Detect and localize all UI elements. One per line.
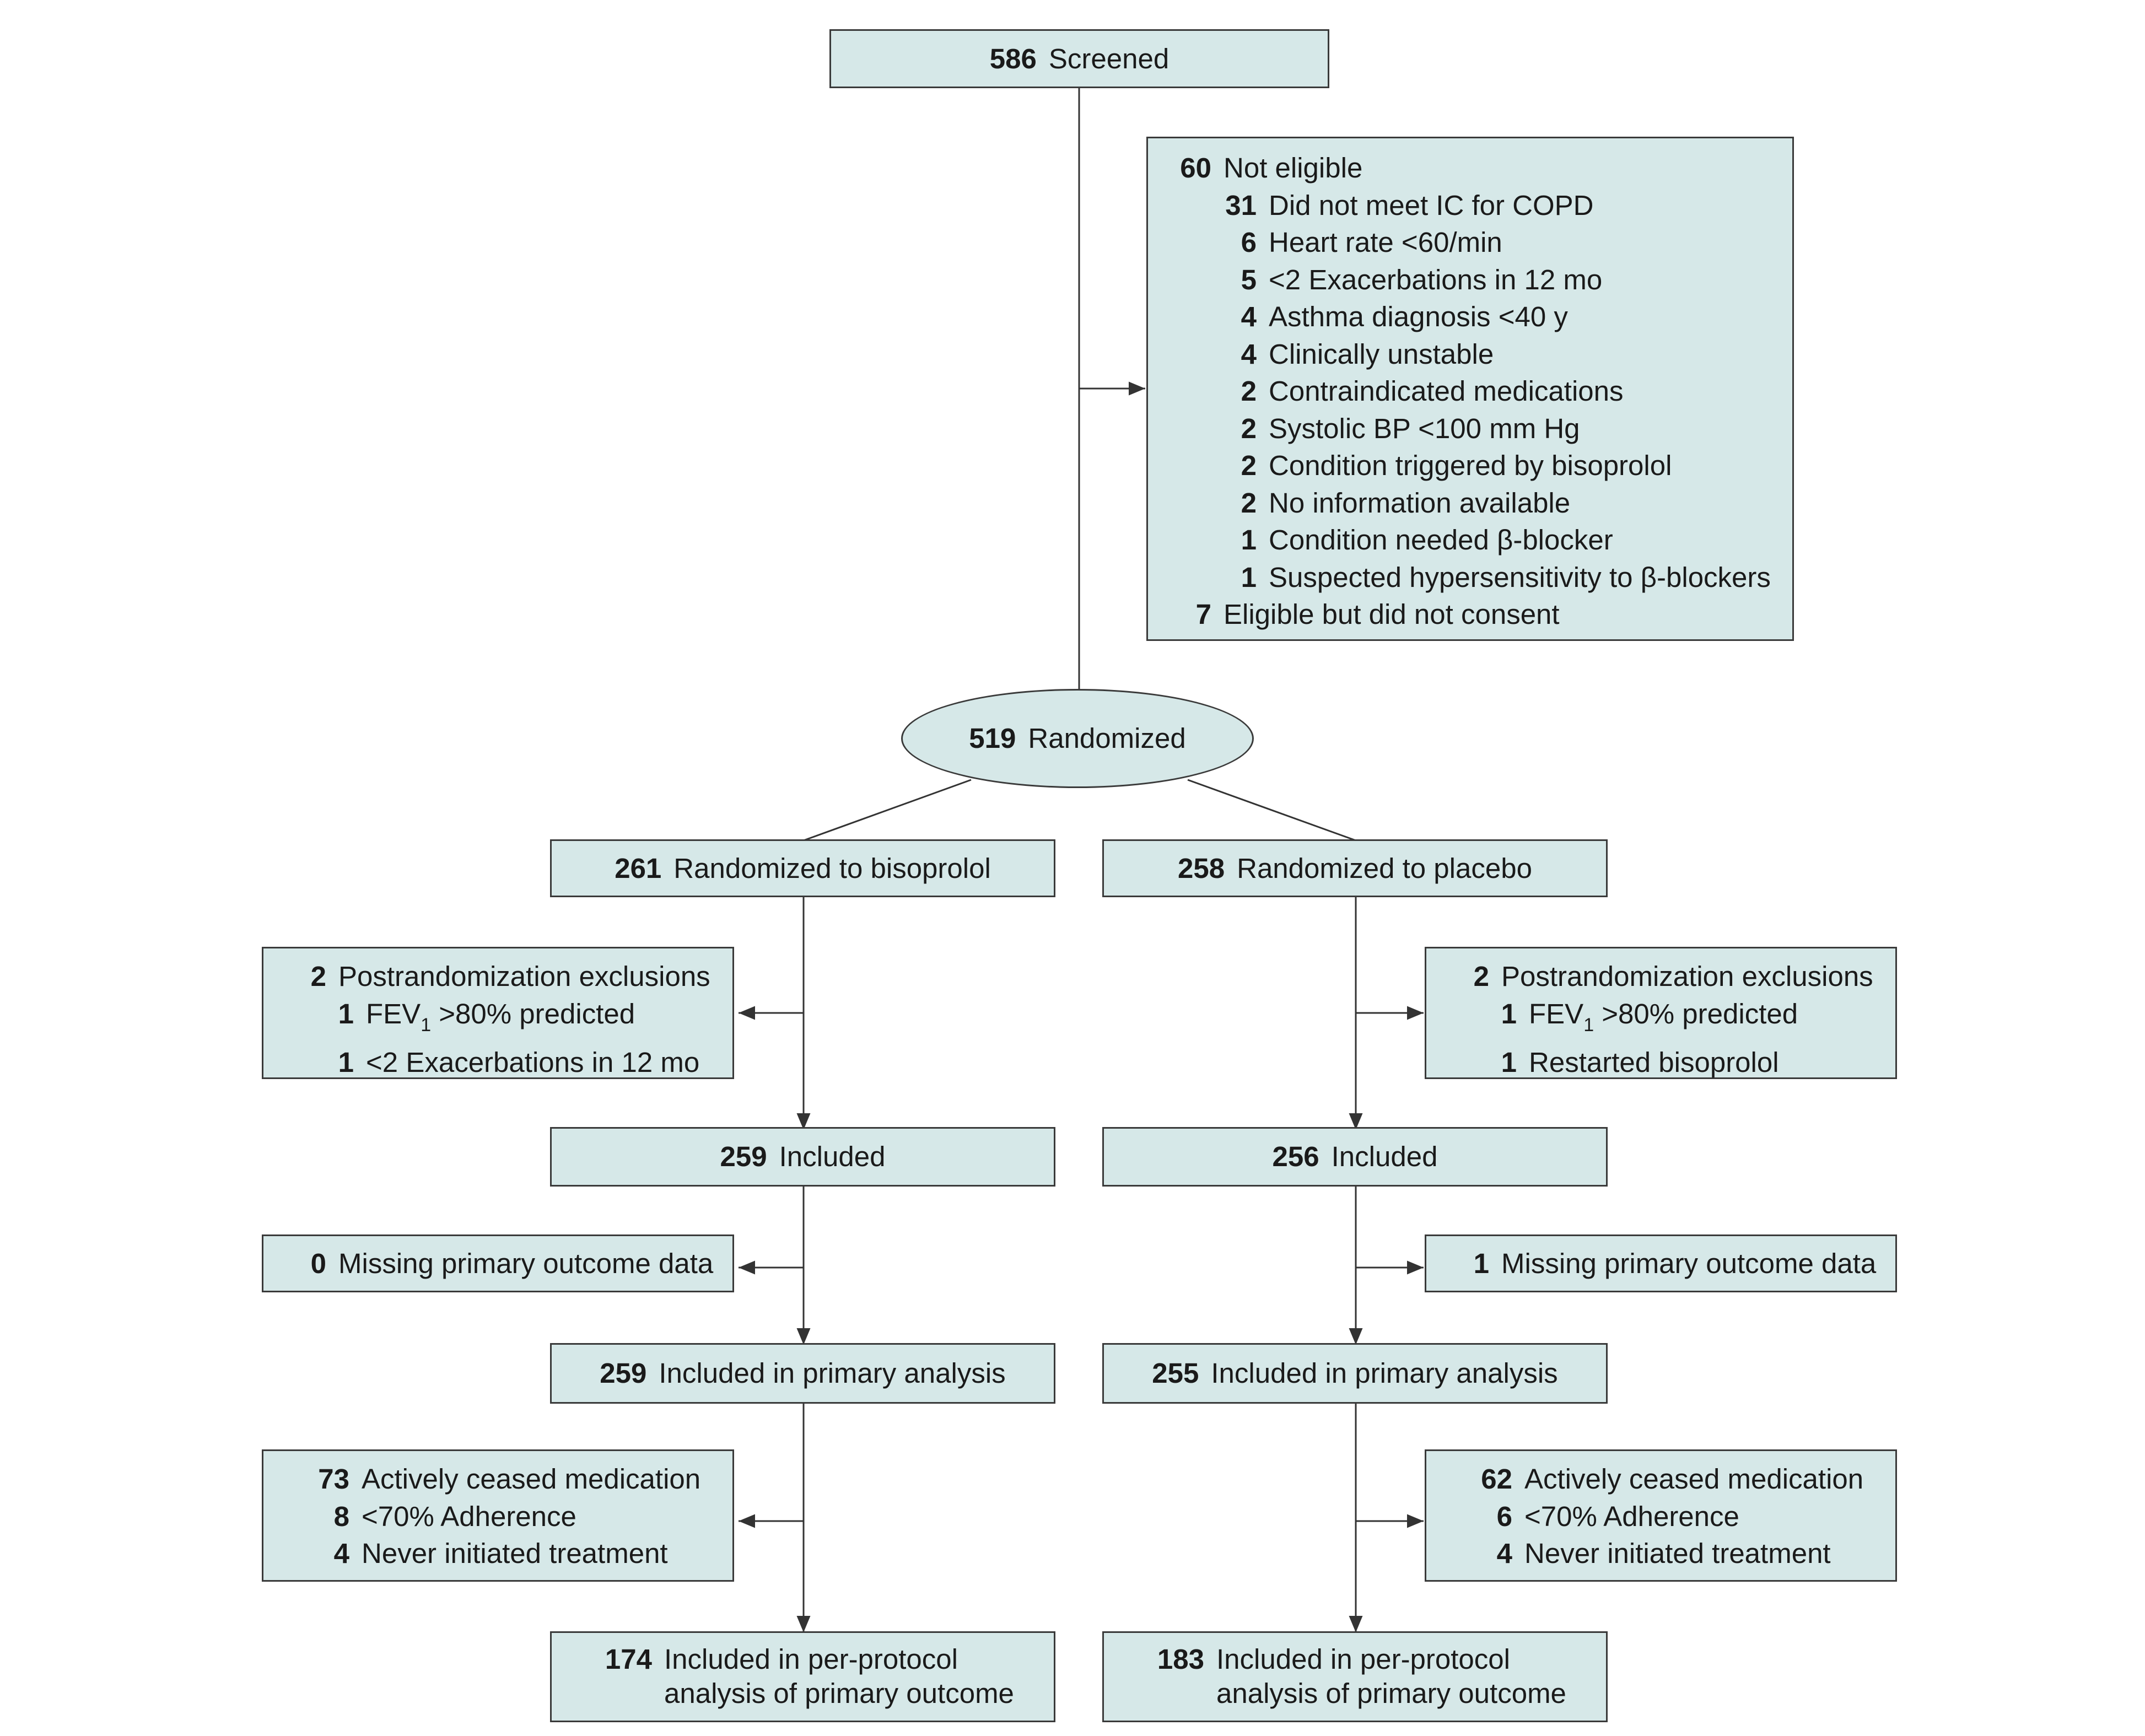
connector-randomized-to-bisoprolol	[803, 779, 972, 842]
placebo-arm-count: 258	[1178, 852, 1225, 884]
placebo-arm-box: 258 Randomized to placebo	[1102, 839, 1608, 897]
screened-label: Screened	[1048, 42, 1169, 74]
placebo-arm-label: Randomized to placebo	[1237, 852, 1532, 884]
screened-count: 586	[989, 42, 1037, 74]
bisoprolol-arm-label: Randomized to bisoprolol	[673, 852, 991, 884]
bisoprolol-arm-box: 261 Randomized to bisoprolol	[550, 839, 1055, 897]
not-eligible-label: Not eligible	[1224, 152, 1363, 184]
not-eligible-count: 60	[1180, 152, 1211, 184]
randomized-count: 519	[969, 723, 1016, 754]
not-eligible-reason: 5<2 Exacerbations in 12 mo	[1241, 263, 1603, 295]
randomized-ellipse: 519 Randomized	[901, 689, 1254, 788]
connector-randomized-to-placebo	[1187, 779, 1356, 842]
randomized-label: Randomized	[1028, 723, 1186, 754]
not-eligible-total: 60 Not eligible	[1178, 149, 1771, 187]
screened-box: 586 Screened	[829, 29, 1329, 88]
bisoprolol-arm-count: 261	[615, 852, 662, 884]
